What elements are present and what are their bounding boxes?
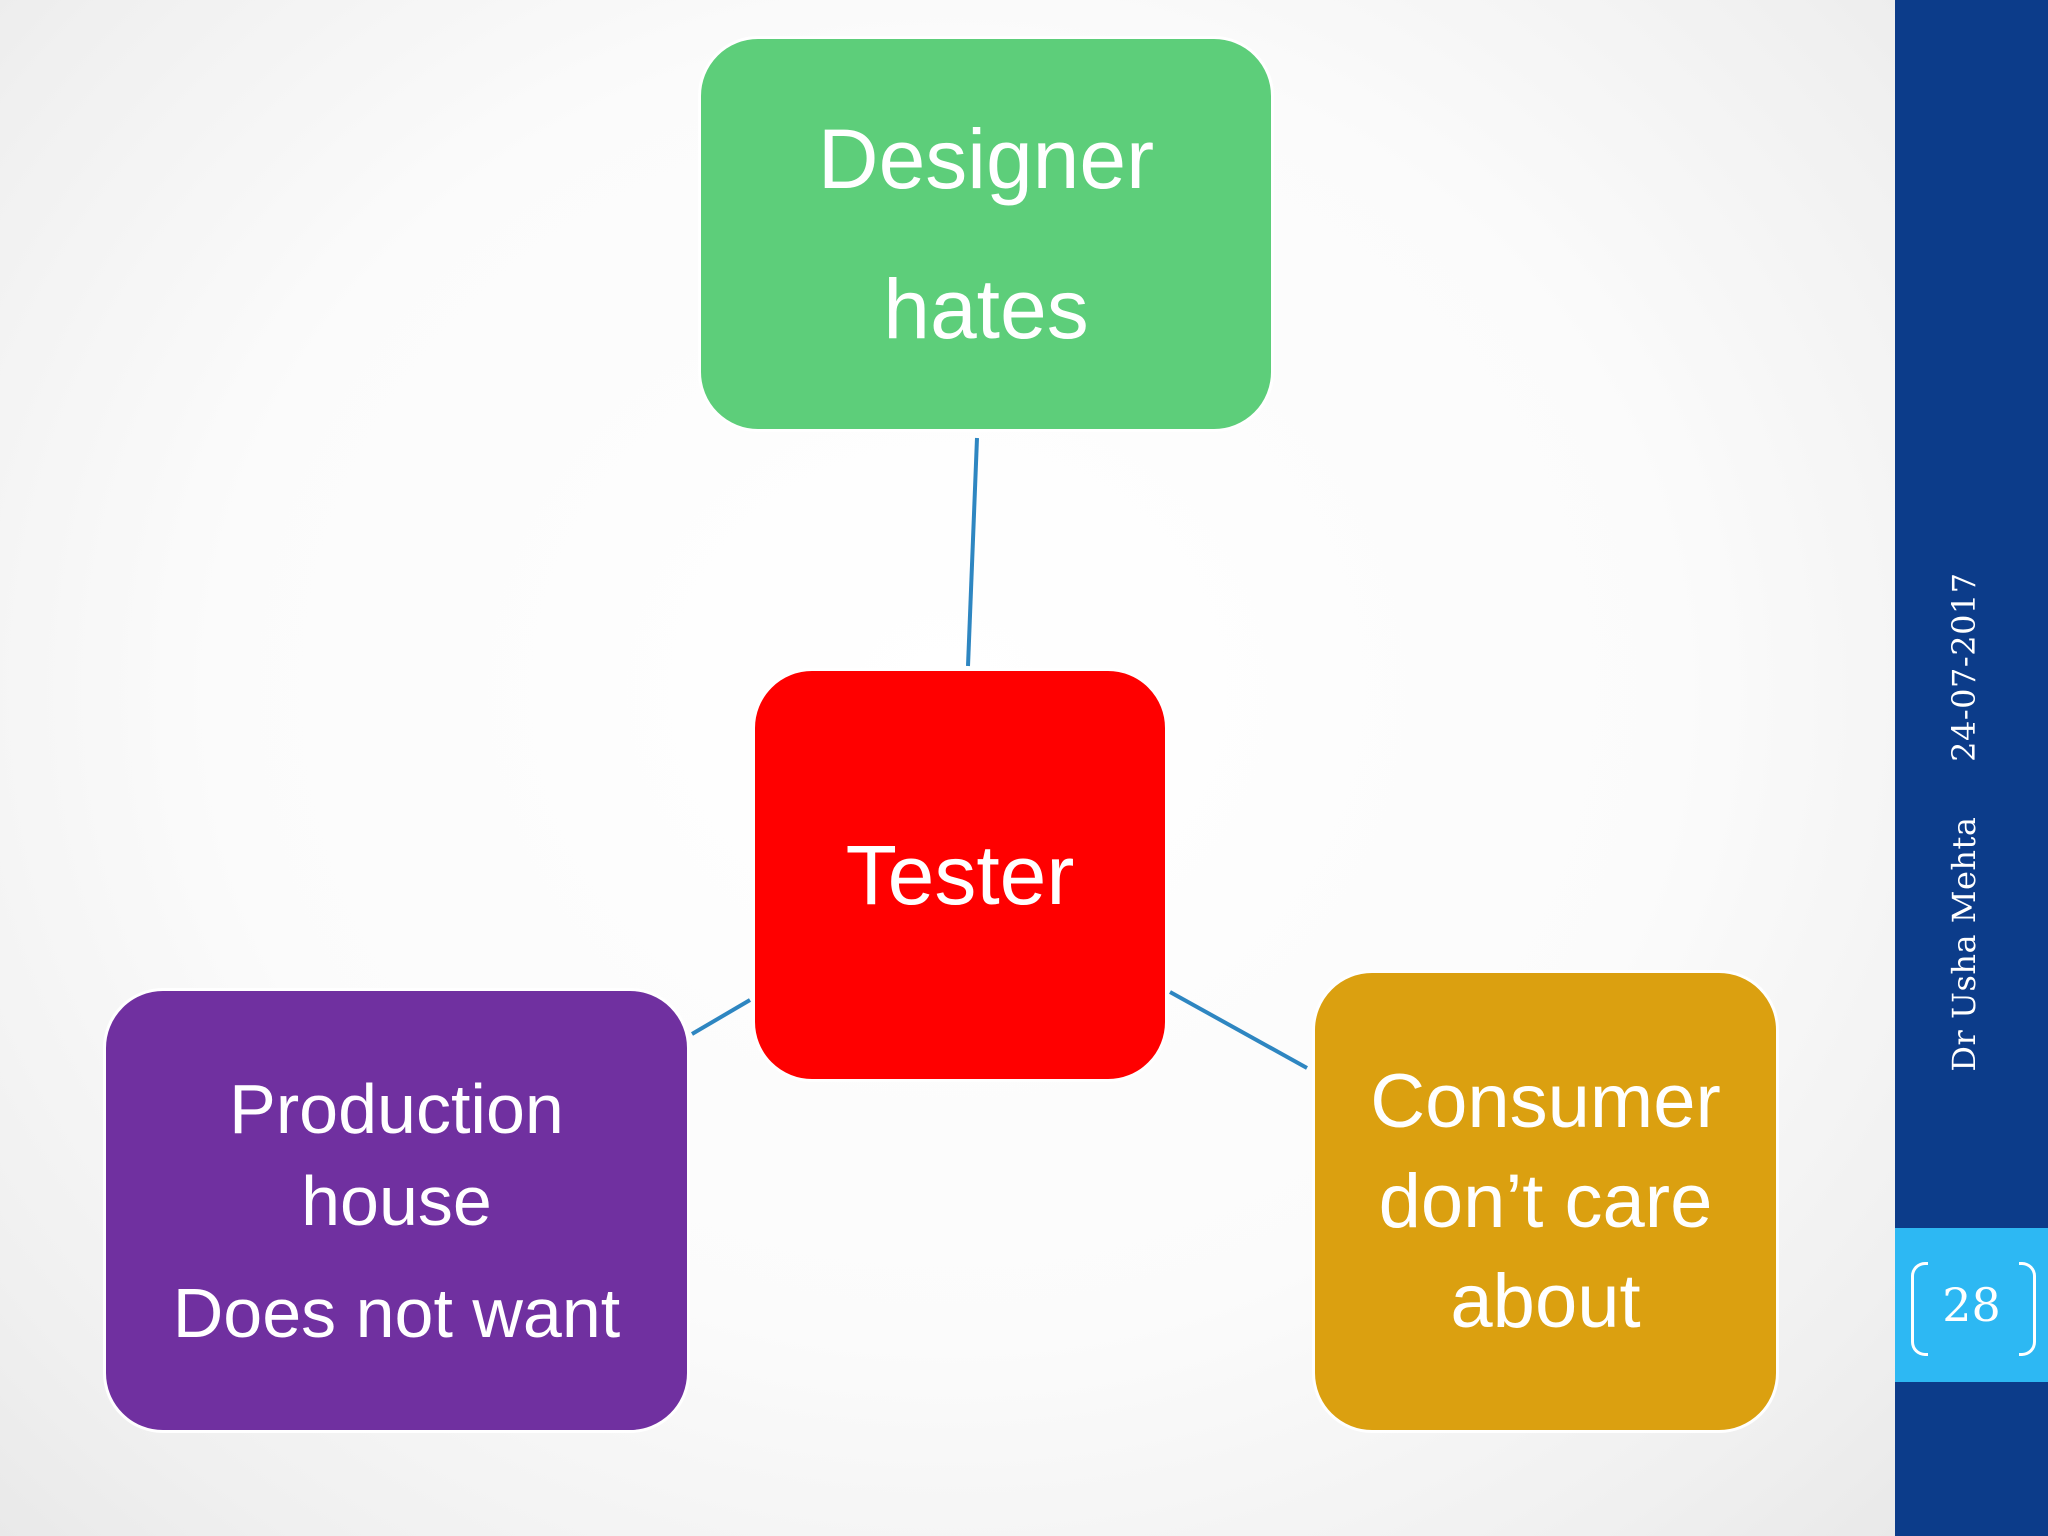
production-house-node: Production house Does not want (103, 988, 690, 1433)
production-label-line-1: Production (229, 1069, 564, 1148)
connector-lines (690, 437, 1308, 1070)
tester-label: Tester (845, 828, 1075, 922)
designer-label-line-1: Designer (817, 112, 1155, 206)
connector-tester-designer (966, 437, 979, 667)
connector-tester-production (690, 998, 752, 1036)
page-number-tab: 28 (1895, 1228, 2048, 1382)
consumer-label-line-3: about (1450, 1258, 1641, 1344)
designer-node: Designer hates (698, 36, 1274, 432)
production-label-line-3: Does not want (172, 1273, 621, 1352)
slide-footer: Dr Usha Mehta 24-07-2017 (1945, 572, 1983, 1071)
tester-node: Tester (752, 668, 1168, 1082)
consumer-node: Consumer don’t care about (1312, 970, 1779, 1433)
production-label-line-2: house (301, 1161, 492, 1240)
consumer-label-line-1: Consumer (1370, 1058, 1721, 1144)
footer-date: 24-07-2017 (1945, 572, 1983, 762)
footer-author: Dr Usha Mehta (1945, 816, 1983, 1072)
left-bracket-icon (1911, 1262, 1928, 1356)
connector-tester-consumer (1169, 990, 1308, 1070)
designer-label-line-2: hates (883, 262, 1089, 356)
right-bracket-icon (2019, 1262, 2036, 1356)
page-number: 28 (1942, 1278, 2001, 1332)
consumer-label-line-2: don’t care (1378, 1158, 1713, 1244)
